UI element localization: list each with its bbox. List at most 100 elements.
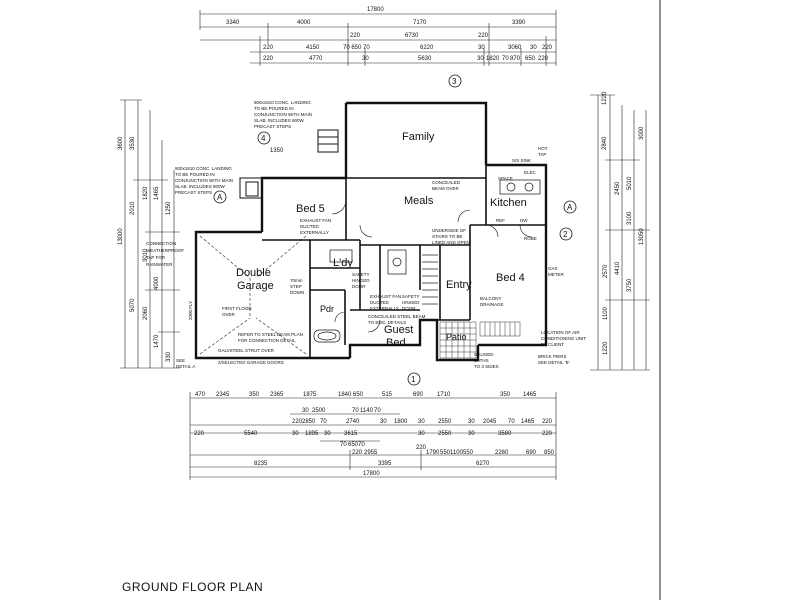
svg-text:HOT: HOT [538,146,548,151]
svg-text:4000: 4000 [297,20,311,26]
svg-text:REFER TO STEEL BEAM PLAN: REFER TO STEEL BEAM PLAN [238,332,303,337]
dim-right-values: 1220 2840 3000 5010 13050 2450 3100 4410… [602,91,645,355]
svg-text:650: 650 [353,392,364,398]
svg-text:70 650 70: 70 650 70 [343,45,370,51]
room-guest-line1: Guest [384,324,413,336]
svg-text:SAFETY: SAFETY [352,272,370,277]
svg-text:5630: 5630 [418,56,432,62]
svg-text:1100: 1100 [603,306,609,320]
svg-text:BALCONY: BALCONY [480,296,502,301]
note-landing-left: 900x1810 CONC. LANDING TO BE POURED IN C… [175,166,233,195]
dim-bottom-row2: 30 2500 70 1140 70 [302,408,381,414]
svg-text:70: 70 [508,419,515,425]
svg-text:2550: 2550 [438,419,452,425]
dim-bottom-row7: 8235 3395 6270 [254,461,490,467]
note-first-floor: FIRST FLOOR OVER [222,306,252,317]
dim-bottom-row1: 470 2345 350 2365 1875 1840 650 515 690 … [195,392,537,398]
svg-text:30: 30 [478,45,485,51]
svg-text:220: 220 [542,419,553,425]
bottom-dimensions [189,392,557,480]
room-bed4: Bed 4 [496,272,525,284]
svg-text:2060: 2060 [143,306,149,320]
svg-text:550: 550 [440,450,451,456]
svg-text:4150: 4150 [306,45,320,51]
svg-text:TAP FOR: TAP FOR [146,255,166,260]
svg-text:2345: 2345 [216,392,230,398]
callout-a-left: A [217,193,223,202]
room-entry: Entry [446,279,472,291]
svg-text:TO BE POURED IN: TO BE POURED IN [175,172,215,177]
svg-text:30: 30 [477,56,484,62]
svg-text:PRECAST STEPS: PRECAST STEPS [175,190,212,195]
svg-text:ROBE: ROBE [524,236,537,241]
note-kitchen-fittings: S/S SINK ELEC SPACE REF ROBE DW TAP HOT [496,146,548,241]
dim-top-row5: 220 4770 30 5630 30 1820 70 870 650 220 [263,56,549,62]
svg-text:650: 650 [348,442,359,448]
svg-text:METER: METER [548,272,565,277]
svg-text:4410: 4410 [615,261,621,275]
dim-bottom-total: 17800 [363,471,380,477]
svg-text:1895: 1895 [305,431,319,437]
room-powder: Pdr [320,304,334,314]
svg-text:220: 220 [263,56,274,62]
svg-text:DRAINAGE: DRAINAGE [480,302,504,307]
svg-text:CONDITIONING UNIT: CONDITIONING UNIT [541,336,586,341]
svg-text:2045: 2045 [483,419,497,425]
svg-text:30: 30 [380,419,387,425]
svg-text:13050: 13050 [639,228,645,245]
right-dimensions [590,94,650,371]
svg-text:70: 70 [358,442,365,448]
svg-text:S/S SINK: S/S SINK [512,158,531,163]
svg-text:220: 220 [542,431,553,437]
svg-text:BATHS: BATHS [474,358,489,363]
note-exhaust-fan-bed5: EXHAUST FAN DUCTED EXTERNALLY [300,218,331,235]
svg-text:BY CLIENT: BY CLIENT [541,342,564,347]
svg-text:30: 30 [418,419,425,425]
svg-text:220: 220 [542,45,553,51]
exterior-walls [194,101,548,362]
svg-text:1820: 1820 [486,56,500,62]
svg-text:350: 350 [249,392,260,398]
svg-text:SLAB. INCLUDES 900W: SLAB. INCLUDES 900W [254,118,305,123]
svg-text:870: 870 [510,56,521,62]
svg-text:220: 220 [194,431,205,437]
svg-text:1100: 1100 [450,450,464,456]
room-meals: Meals [404,195,434,207]
top-dimensions [199,10,557,66]
svg-text:SEE DETAIL 'B': SEE DETAIL 'B' [538,360,570,365]
svg-text:2500: 2500 [312,408,326,414]
svg-text:900x1810 CONC. LANDING: 900x1810 CONC. LANDING [254,100,311,105]
svg-text:8235: 8235 [254,461,268,467]
svg-text:RAINWATER: RAINWATER [146,262,173,267]
svg-text:CONCEALED: CONCEALED [432,180,461,185]
svg-text:FOR CONNECTION DETAIL: FOR CONNECTION DETAIL [238,338,296,343]
svg-text:30: 30 [468,419,475,425]
svg-text:30: 30 [324,431,331,437]
svg-text:4770: 4770 [309,56,323,62]
svg-text:3340: 3340 [226,20,240,26]
svg-text:2450: 2450 [615,181,621,195]
dim-bottom-row4: 220 5540 30 1895 30 3615 30 2550 30 3580… [194,431,553,437]
svg-text:3060: 3060 [508,45,522,51]
note-connection: CONNECTION WEATHERPROOF TAP FOR RAINWATE… [146,241,184,267]
svg-text:2/SELECTED GARAGE DOORS: 2/SELECTED GARAGE DOORS [218,360,284,365]
room-guest-line2: Bed [386,337,406,349]
svg-text:ELEC: ELEC [524,170,537,175]
svg-text:70: 70 [502,56,509,62]
svg-text:GALVSTEEL STRUT OVER: GALVSTEEL STRUT OVER [218,348,275,353]
svg-text:DOWN: DOWN [290,290,304,295]
note-aircon: LOCATION OF AIR CONDITIONING UNIT BY CLI… [541,330,586,347]
note-beam-guest: CONCEALED STEEL BEAM TO ENG. DETAILS [368,314,426,325]
svg-text:DUCTED: DUCTED [370,300,389,305]
svg-text:3600: 3600 [118,136,124,150]
svg-text:1350: 1350 [270,148,284,154]
svg-text:CONNECTION: CONNECTION [146,241,176,246]
svg-text:13000: 13000 [118,228,124,245]
svg-text:CONCEALED STEEL BEAM: CONCEALED STEEL BEAM [368,314,426,319]
svg-text:850: 850 [544,450,555,456]
svg-text:CONJUNCTION WITH MAIN: CONJUNCTION WITH MAIN [254,112,312,117]
svg-text:2840: 2840 [602,136,608,150]
room-laundry: L'dy [333,257,353,269]
